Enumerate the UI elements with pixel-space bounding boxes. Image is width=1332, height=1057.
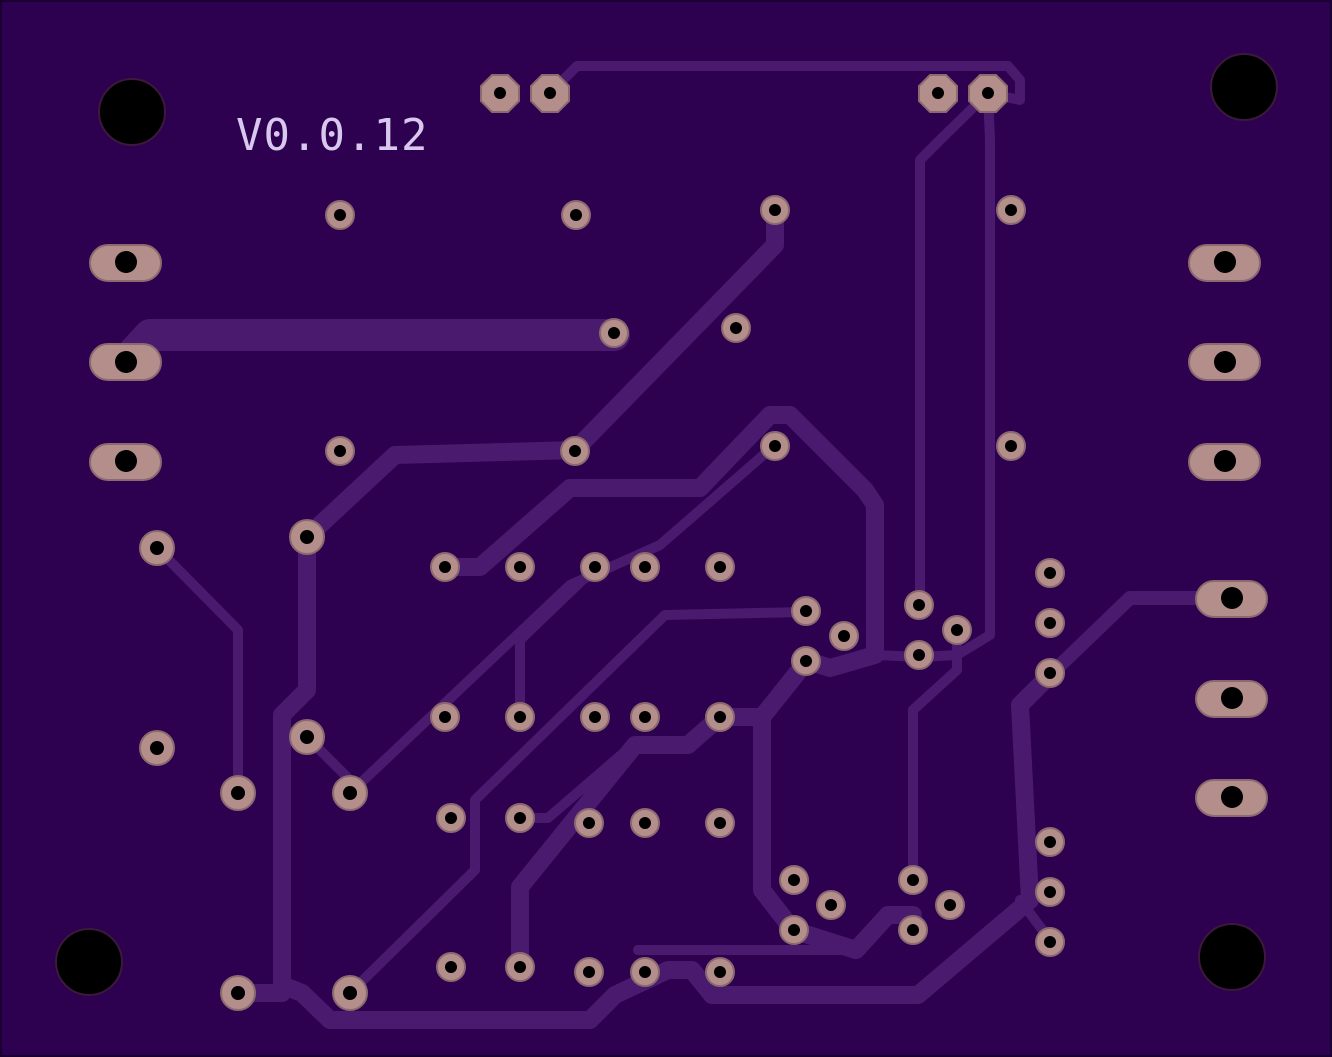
through-hole-pad-icon <box>560 436 590 466</box>
through-hole-pad-icon <box>996 195 1026 225</box>
trace-loop <box>436 406 884 677</box>
trace-mid-b <box>515 563 600 722</box>
through-hole-pad-icon <box>705 808 735 838</box>
through-hole-pad-icon <box>580 552 610 582</box>
octagon-pad-icon <box>918 74 958 113</box>
mounting-hole-icon <box>98 78 166 146</box>
through-hole-pad-icon <box>630 957 660 987</box>
through-hole-pad-icon <box>996 431 1026 461</box>
oblong-pad-icon <box>1195 580 1268 618</box>
through-hole-pad-icon <box>289 519 325 555</box>
through-hole-pad-icon <box>1035 658 1065 688</box>
through-hole-pad-icon <box>430 702 460 732</box>
oblong-pad-icon <box>89 244 162 282</box>
through-hole-pad-icon <box>760 195 790 225</box>
through-hole-pad-icon <box>1035 927 1065 957</box>
through-hole-pad-icon <box>904 590 934 620</box>
oblong-pad-icon <box>1188 343 1261 381</box>
through-hole-pad-icon <box>779 865 809 895</box>
through-hole-pad-icon <box>1035 877 1065 907</box>
through-hole-pad-icon <box>760 431 790 461</box>
trace-mid-c <box>345 607 811 998</box>
mounting-hole-icon <box>1198 923 1266 991</box>
mounting-hole-icon <box>1210 53 1278 121</box>
through-hole-pad-icon <box>829 621 859 651</box>
traces <box>109 61 1239 1029</box>
through-hole-pad-icon <box>436 803 466 833</box>
through-hole-pad-icon <box>791 596 821 626</box>
trace-power <box>109 319 630 378</box>
through-hole-pad-icon <box>561 200 591 230</box>
through-hole-pad-icon <box>139 530 175 566</box>
through-hole-pad-icon <box>816 890 846 920</box>
version-label: V0.0.12 <box>236 110 428 161</box>
through-hole-pad-icon <box>1035 608 1065 638</box>
through-hole-pad-icon <box>791 646 821 676</box>
octagon-pad-icon <box>968 74 1008 113</box>
trace-right-vertical-b <box>914 88 995 662</box>
through-hole-pad-icon <box>705 702 735 732</box>
through-hole-pad-icon <box>898 915 928 945</box>
through-hole-pad-icon <box>599 318 629 348</box>
trace-mid-a <box>302 440 780 798</box>
through-hole-pad-icon <box>289 719 325 755</box>
trace-right-mid <box>908 625 962 885</box>
oblong-pad-icon <box>89 443 162 481</box>
mounting-hole-icon <box>55 928 123 996</box>
through-hole-pad-icon <box>630 808 660 838</box>
through-hole-pad-icon <box>630 702 660 732</box>
trace-top <box>545 61 1025 105</box>
through-hole-pad-icon <box>705 552 735 582</box>
through-hole-pad-icon <box>705 957 735 987</box>
through-hole-pad-icon <box>942 615 972 645</box>
through-hole-pad-icon <box>580 702 610 732</box>
through-hole-pad-icon <box>1035 827 1065 857</box>
trace-diag-b <box>273 441 1059 1029</box>
trace-mid-f <box>753 708 922 959</box>
through-hole-pad-icon <box>630 552 660 582</box>
through-hole-pad-icon <box>721 313 751 343</box>
through-hole-pad-icon <box>436 952 466 982</box>
through-hole-pad-icon <box>139 730 175 766</box>
oblong-pad-icon <box>1195 680 1268 718</box>
through-hole-pad-icon <box>574 957 604 987</box>
through-hole-pad-icon <box>332 775 368 811</box>
through-hole-pad-icon <box>574 808 604 838</box>
oblong-pads <box>89 244 1268 817</box>
through-hole-pad-icon <box>325 436 355 466</box>
octagon-pad-icon <box>480 74 520 113</box>
octagon-pad-icon <box>530 74 570 113</box>
oblong-pad-icon <box>1188 443 1261 481</box>
through-hole-pad-icon <box>332 975 368 1011</box>
trace-left-a <box>152 543 243 798</box>
through-hole-pad-icon <box>505 803 535 833</box>
trace-right-vertical-a <box>915 88 993 610</box>
oblong-pad-icon <box>1195 779 1268 817</box>
oblong-pad-icon <box>1188 244 1261 282</box>
through-hole-pad-icon <box>505 552 535 582</box>
through-hole-pad-icon <box>430 552 460 582</box>
octagon-pads <box>480 74 1008 113</box>
through-hole-pad-icon <box>779 915 809 945</box>
through-hole-pad-icon <box>220 975 256 1011</box>
through-hole-pad-icon <box>935 890 965 920</box>
through-hole-pad-icon <box>505 702 535 732</box>
through-hole-pad-icon <box>898 865 928 895</box>
oblong-pad-icon <box>89 343 162 381</box>
through-hole-pads <box>139 195 1065 1011</box>
through-hole-pad-icon <box>1035 558 1065 588</box>
through-hole-pad-icon <box>505 952 535 982</box>
mounting-holes <box>55 53 1278 996</box>
through-hole-pad-icon <box>220 775 256 811</box>
through-hole-pad-icon <box>325 200 355 230</box>
through-hole-pad-icon <box>904 640 934 670</box>
